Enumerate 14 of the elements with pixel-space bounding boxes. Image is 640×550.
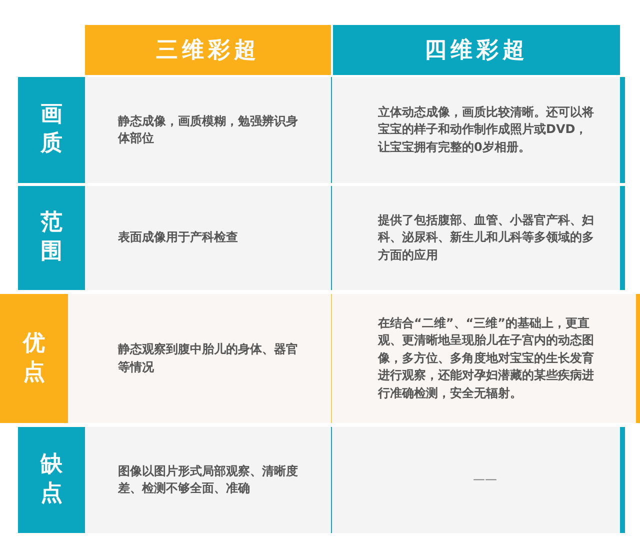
column-header: 三维彩超 xyxy=(85,25,331,75)
cell-text: 图像以图片形式局部观察、清晰度差、检测不够全面、准确 xyxy=(118,462,298,497)
row-header: 优点 xyxy=(0,294,68,423)
cell-text: 立体动态成像，画质比较清晰。还可以将宝宝的样子和动作制作成照片或DVD，让宝宝拥有完整的0岁相册。 xyxy=(378,104,595,156)
column-header: 四维彩超 xyxy=(333,25,620,75)
cell-text: 静态观察到腹中胎儿的身体、器官等情况 xyxy=(118,341,298,376)
cell-text: 提供了包括腹部、血管、小器官产科、妇科、泌尿科、新生儿和儿科等多领域的多方面的应用 xyxy=(378,212,595,264)
cell-text: —— xyxy=(472,471,498,488)
row-header: 范围 xyxy=(18,186,85,290)
cell-text: 在结合“二维”、“三维”的基础上，更直观、更清晰地呈现胎儿在子宫内的动态图像，多方位、多角度地对宝宝的生长发育进行观察，还能对孕妇潜藏的某些疾病进行准确检测，安全无辐射。 xyxy=(378,315,595,402)
cell-text: 表面成像用于产科检查 xyxy=(118,229,239,246)
row-header: 画质 xyxy=(18,77,85,183)
cell-text: 静态成像，画质模糊，勉强辨识身体部位 xyxy=(118,112,298,147)
row-header: 缺点 xyxy=(18,427,85,533)
